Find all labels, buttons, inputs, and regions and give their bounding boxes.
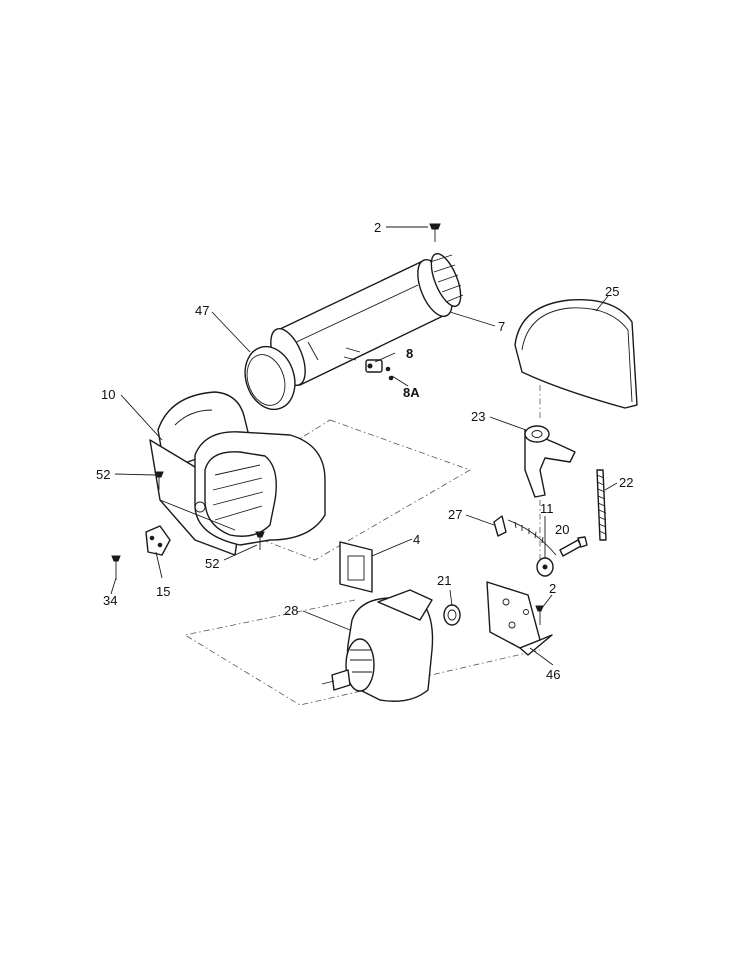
label-part-47: 47 bbox=[195, 303, 209, 318]
bolt-part-20 bbox=[559, 536, 588, 557]
label-part-8: 8 bbox=[406, 346, 413, 361]
label-part-8a: 8A bbox=[403, 385, 420, 400]
part-labels: 2 7 47 8 8A 25 10 52 52 23 22 27 11 20 4… bbox=[96, 220, 633, 682]
label-part-52-bottom: 52 bbox=[205, 556, 219, 571]
label-part-27: 27 bbox=[448, 507, 462, 522]
blower-housing-part-10 bbox=[149, 391, 326, 556]
label-part-2-top: 2 bbox=[374, 220, 381, 235]
leader-lines bbox=[110, 226, 618, 666]
label-part-4: 4 bbox=[413, 532, 420, 547]
screw-part-2-lower bbox=[535, 605, 544, 625]
label-part-7: 7 bbox=[498, 319, 505, 334]
label-part-2-lower: 2 bbox=[549, 581, 556, 596]
motor-mount-part-4 bbox=[339, 541, 373, 593]
label-part-25: 25 bbox=[605, 284, 619, 299]
screw-part-2-top bbox=[429, 223, 441, 242]
idler-arm-part-23 bbox=[524, 425, 576, 498]
label-part-22: 22 bbox=[619, 475, 633, 490]
label-part-28: 28 bbox=[284, 603, 298, 618]
label-part-23: 23 bbox=[471, 409, 485, 424]
background-guides bbox=[183, 385, 541, 706]
idler-bracket-part-46 bbox=[486, 581, 553, 656]
idler-spring-part-22 bbox=[596, 469, 607, 541]
label-part-20: 20 bbox=[555, 522, 569, 537]
drive-motor-part-28 bbox=[321, 589, 434, 702]
duct-ring-part-47 bbox=[244, 345, 296, 411]
screw-part-52-left bbox=[154, 471, 164, 490]
label-part-52-left: 52 bbox=[96, 467, 110, 482]
label-part-34: 34 bbox=[103, 593, 117, 608]
label-part-46: 46 bbox=[546, 667, 560, 682]
sensor-part-15 bbox=[145, 525, 171, 556]
thermostat-part-8 bbox=[343, 347, 394, 381]
screw-part-52-bottom bbox=[255, 531, 265, 550]
screw-part-34 bbox=[111, 555, 121, 580]
label-part-11: 11 bbox=[540, 501, 554, 516]
idler-roller-part-11 bbox=[536, 557, 554, 577]
label-part-21: 21 bbox=[437, 573, 451, 588]
label-part-10: 10 bbox=[101, 387, 115, 402]
bracket-part-27 bbox=[493, 515, 557, 556]
label-part-15: 15 bbox=[156, 584, 170, 599]
motor-pulley-part-21 bbox=[443, 604, 461, 626]
drive-belt-part-25 bbox=[514, 298, 638, 409]
exhaust-duct-part-7 bbox=[270, 253, 464, 387]
